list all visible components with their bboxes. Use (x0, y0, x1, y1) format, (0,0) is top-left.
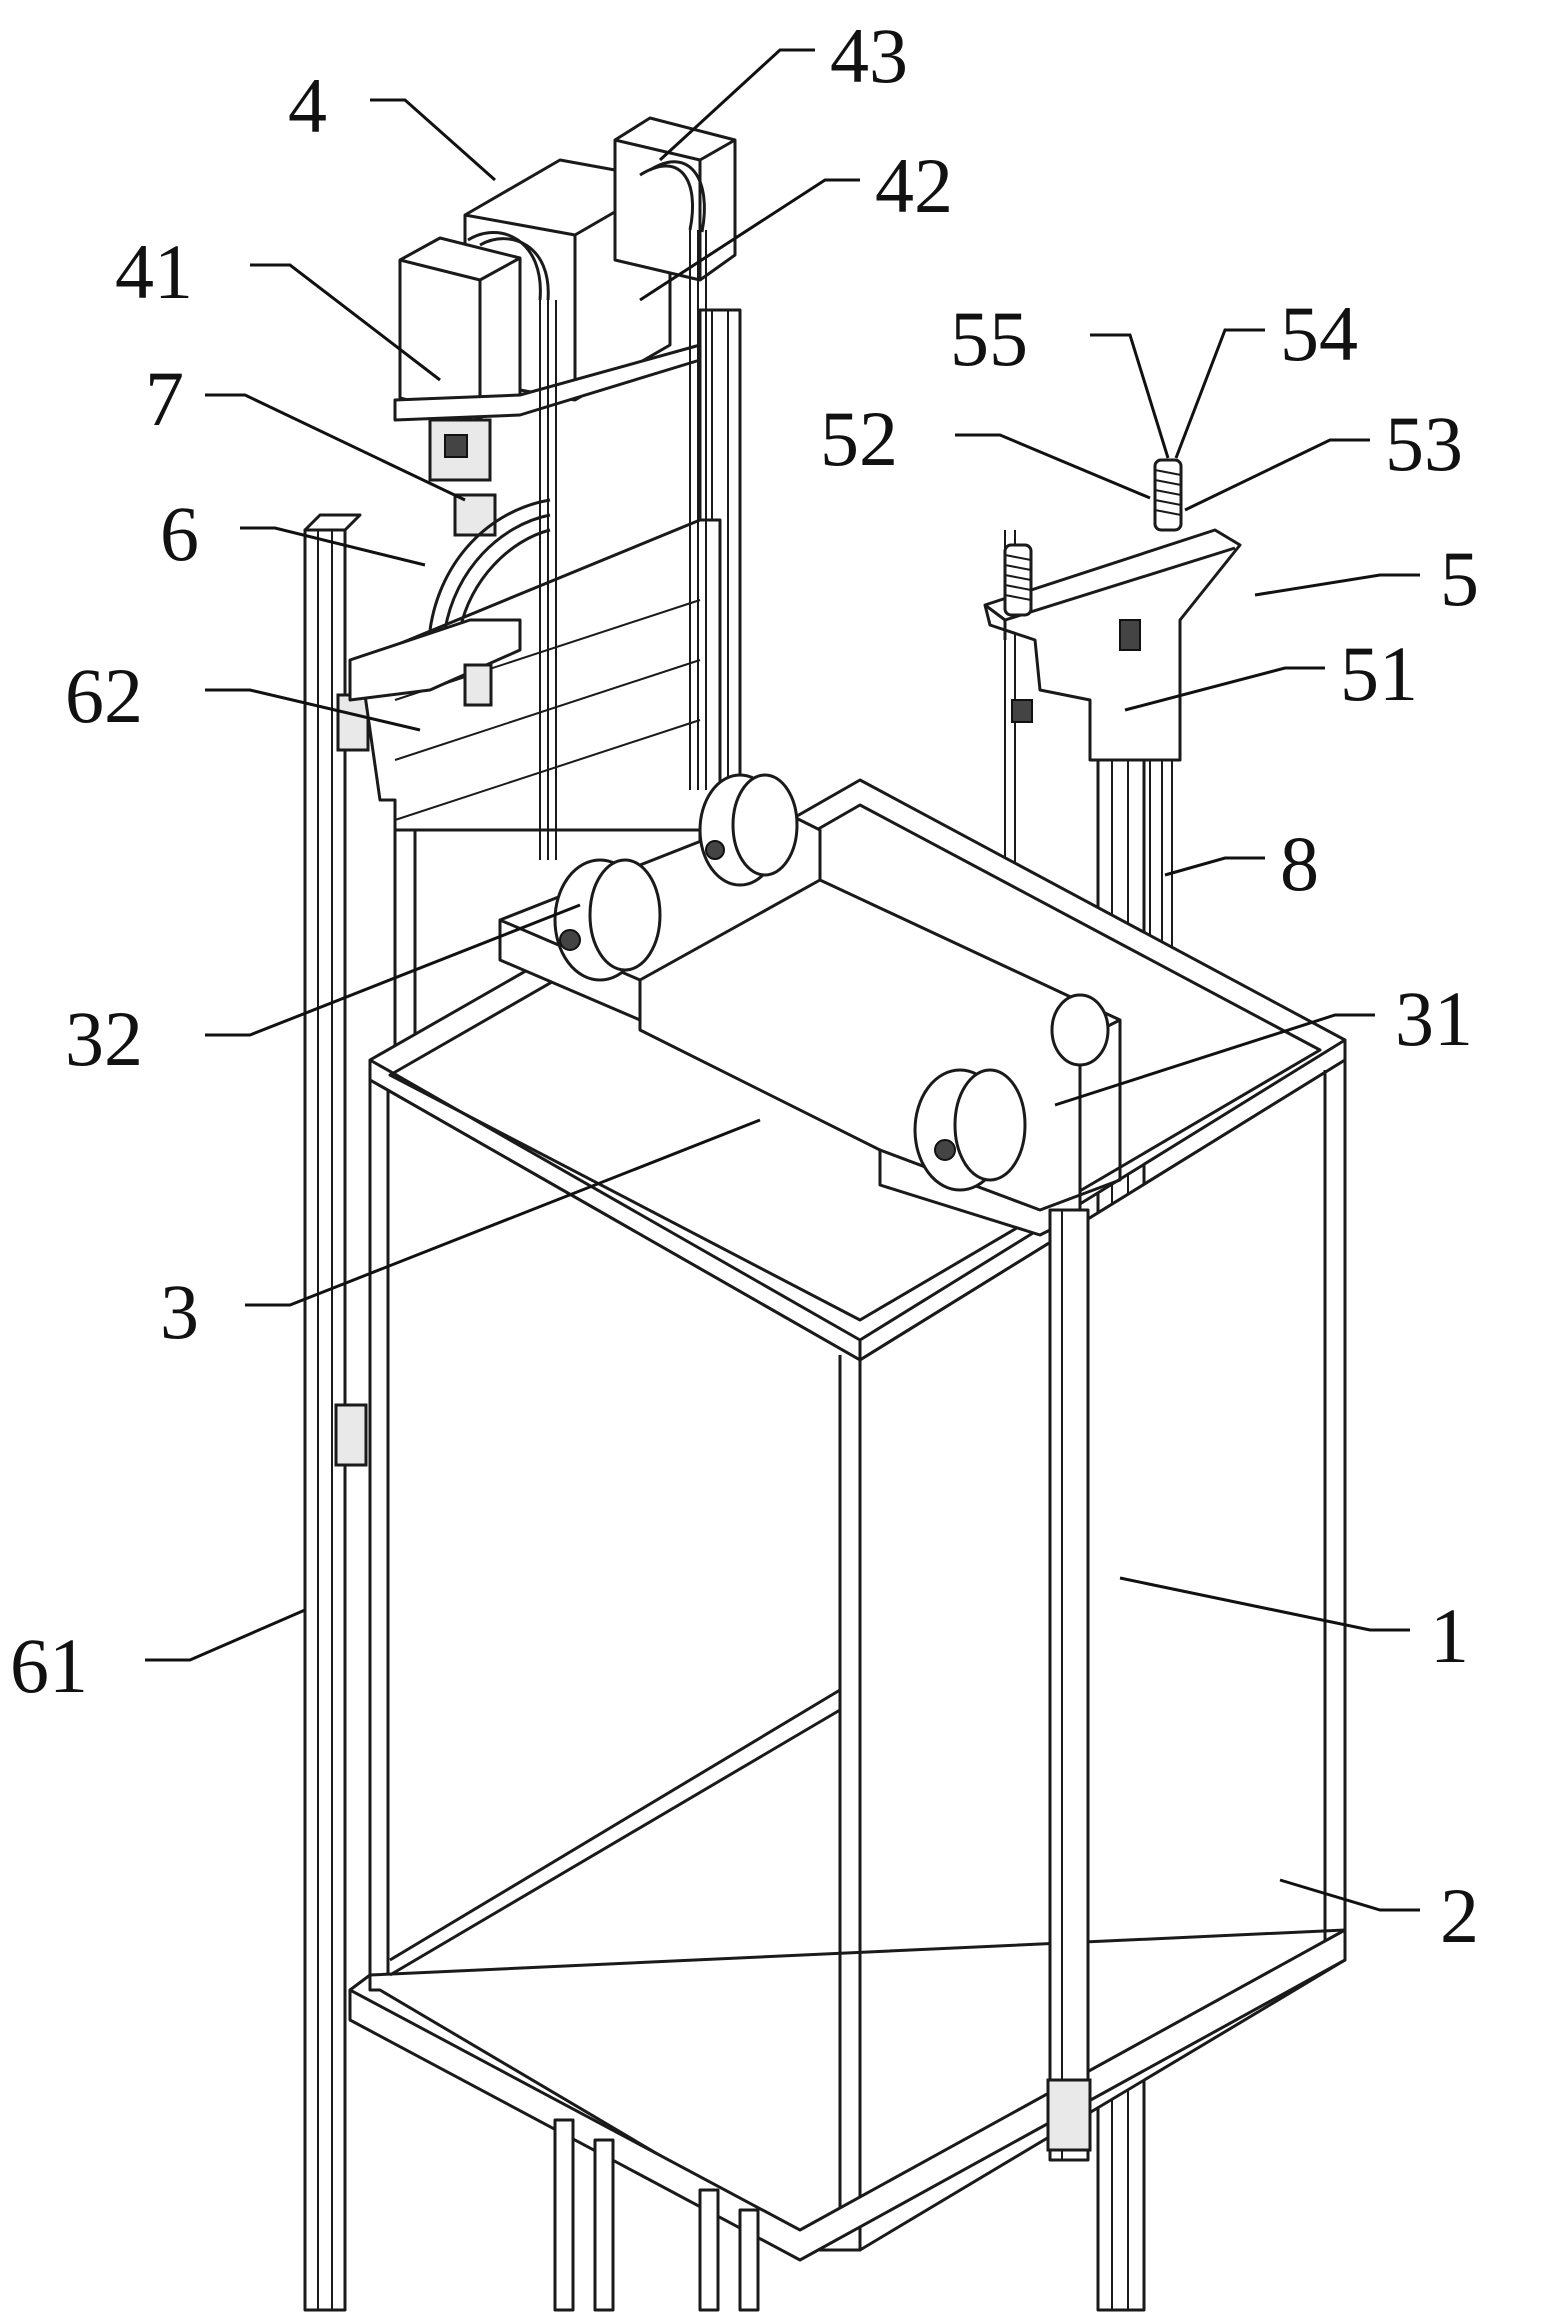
ref-label-54: 54 (1280, 290, 1358, 377)
car-body (348, 1058, 1347, 2312)
ref-label-55: 55 (950, 295, 1028, 382)
ref-label-7: 7 (145, 355, 184, 442)
sheave-32 (553, 858, 662, 982)
ref-label-2: 2 (1440, 1872, 1479, 1959)
ref-label-51: 51 (1340, 630, 1418, 717)
ref-label-8: 8 (1280, 820, 1319, 907)
ref-label-31: 31 (1395, 975, 1473, 1062)
leader-lines (145, 48, 1420, 1912)
sheave-rear (698, 773, 799, 887)
rope-hitch-beam (983, 458, 1242, 762)
left-guide-rail (303, 513, 370, 2312)
ref-label-53: 53 (1385, 400, 1463, 487)
ref-label-43: 43 (830, 12, 908, 99)
ref-label-5: 5 (1440, 535, 1479, 622)
governor-sheave (348, 498, 551, 707)
ref-label-4: 4 (288, 62, 327, 149)
ref-label-42: 42 (875, 142, 953, 229)
ref-label-61: 61 (10, 1622, 88, 1709)
ref-label-52: 52 (820, 395, 898, 482)
ref-label-62: 62 (65, 652, 143, 739)
ref-label-1: 1 (1430, 1592, 1469, 1679)
ref-label-3: 3 (160, 1268, 199, 1355)
ref-label-6: 6 (160, 490, 199, 577)
reference-labels: 43 4 42 41 55 54 7 52 53 6 5 62 51 8 32 … (10, 12, 1479, 1959)
hitch-spring-left (1003, 543, 1033, 617)
ref-label-41: 41 (115, 228, 193, 315)
sheave-31 (913, 1068, 1027, 1192)
car-front-post (1046, 1208, 1092, 2162)
ref-label-32: 32 (65, 995, 143, 1082)
hitch-spring-right (1153, 458, 1183, 532)
traction-machine (393, 116, 737, 537)
